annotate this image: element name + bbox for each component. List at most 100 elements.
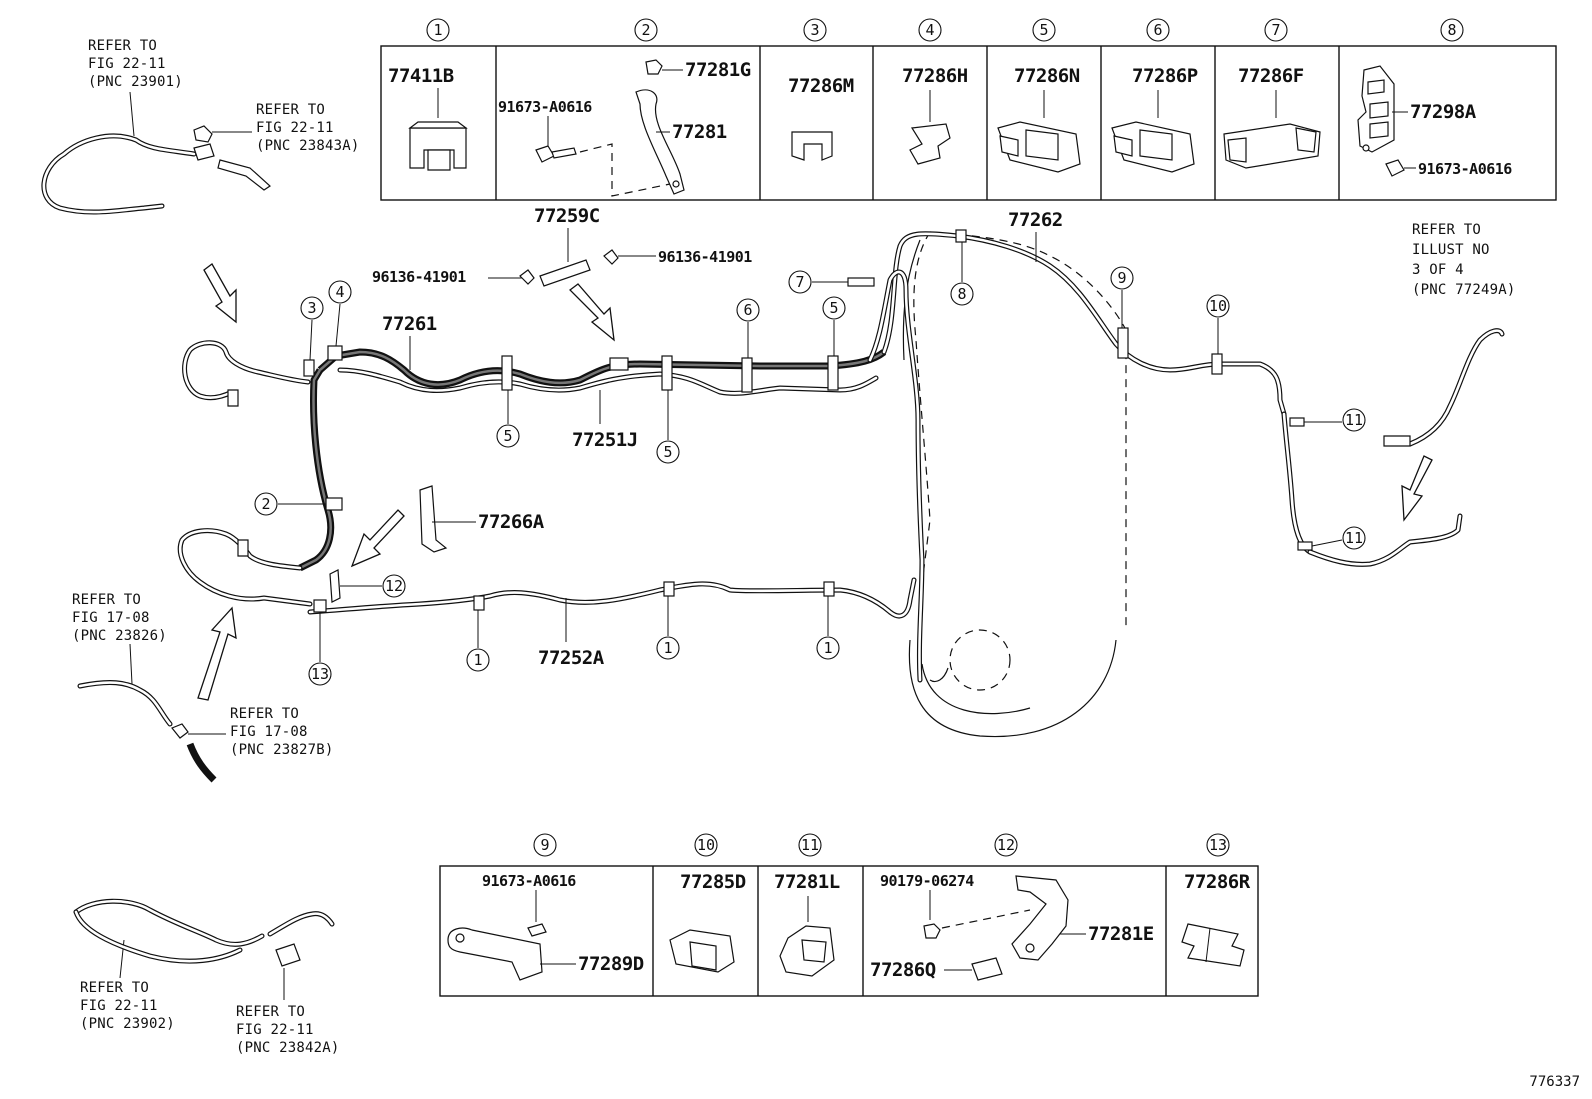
part-77252A-label: 77252A xyxy=(538,647,605,669)
callout-5-c: 5 xyxy=(829,299,838,317)
bracket-77281E-drawing xyxy=(1011,875,1069,961)
callout-1-a: 1 xyxy=(473,651,482,669)
tube-clips xyxy=(303,229,1313,613)
bracket-77281-drawing xyxy=(635,89,685,195)
ref-23827B-line1: REFER TO xyxy=(230,706,299,722)
bracket-77289D-drawing xyxy=(447,927,543,981)
tank-internal-tube xyxy=(867,269,925,683)
ref-23843A-line3: (PNC 23843A) xyxy=(256,138,360,154)
callout-8: 8 xyxy=(957,285,966,303)
clip-77286M-drawing xyxy=(791,131,833,161)
ref-23901-line1: REFER TO xyxy=(88,38,157,54)
part-77281E-label: 77281E xyxy=(1088,923,1154,945)
nut-90179-drawing xyxy=(923,923,941,939)
part-77251J-label: 77251J xyxy=(572,429,638,451)
callout-12: 12 xyxy=(385,577,403,595)
part-77281-label: 77281 xyxy=(672,121,727,143)
part-77281G-label: 77281G xyxy=(685,59,751,81)
part-77262-label: 77262 xyxy=(1008,209,1063,231)
hose-23902-drawing xyxy=(73,898,335,967)
left-vertical-tube xyxy=(298,368,335,572)
part-77286N-label: 77286N xyxy=(1014,65,1080,87)
nut-77281G-drawing xyxy=(645,59,663,75)
part-77411B-label: 77411B xyxy=(388,65,454,87)
arrow-down-right-1 xyxy=(203,263,237,324)
part-77286P-label: 77286P xyxy=(1132,65,1198,87)
part-77286F-label: 77286F xyxy=(1238,65,1304,87)
ref-23827B-line2: FIG 17-08 xyxy=(230,724,308,740)
bracket-77298A-drawing xyxy=(1357,65,1395,153)
cell-number-4: 4 xyxy=(925,21,934,39)
arrow-up xyxy=(197,606,237,701)
arrow-down-right-2 xyxy=(569,283,615,342)
clamp-77411B-drawing xyxy=(408,121,468,171)
ref-23826-line3: (PNC 23826) xyxy=(72,628,167,644)
clamp-77286N-drawing xyxy=(997,121,1081,173)
cell-number-11: 11 xyxy=(801,836,819,854)
part-77298A-label: 77298A xyxy=(1410,101,1477,123)
ref-23902-line3: (PNC 23902) xyxy=(80,1016,175,1032)
callout-3: 3 xyxy=(307,299,316,317)
top-cell-numbers: 1 2 3 4 5 6 7 8 xyxy=(426,18,1464,42)
arrow-down-left xyxy=(350,509,405,568)
cell-number-2: 2 xyxy=(641,21,650,39)
clip-77286H-drawing xyxy=(909,123,951,165)
cell-number-8: 8 xyxy=(1447,21,1456,39)
part-91673-A0616-label-c: 91673-A0616 xyxy=(482,872,576,890)
cell-number-3: 3 xyxy=(810,21,819,39)
bracket-12-drawing xyxy=(329,569,341,603)
part-77261-label: 77261 xyxy=(382,313,437,335)
part-77289D-label: 77289D xyxy=(578,953,644,975)
ref-23842A-line1: REFER TO xyxy=(236,1004,305,1020)
part-77286H-label: 77286H xyxy=(902,65,968,87)
callout-1-c: 1 xyxy=(823,639,832,657)
cell-number-10: 10 xyxy=(697,836,715,854)
callout-13: 13 xyxy=(311,665,329,683)
clip-77281L-drawing xyxy=(779,925,835,977)
bracket-77266A-drawing xyxy=(419,485,448,553)
callout-1-b: 1 xyxy=(663,639,672,657)
cell-number-7: 7 xyxy=(1271,21,1280,39)
tube-77261-routing xyxy=(317,348,887,396)
ref-23827B-line3: (PNC 23827B) xyxy=(230,742,334,758)
part-77266A-label: 77266A xyxy=(478,511,545,533)
callout-4: 4 xyxy=(335,283,344,301)
right-hoses xyxy=(1307,328,1505,567)
reference-notes: REFER TO FIG 22-11 (PNC 23901) REFER TO … xyxy=(41,38,1515,1056)
part-77281L-label: 77281L xyxy=(774,871,840,893)
part-91673-A0616-label-a: 91673-A0616 xyxy=(498,98,592,116)
ref-23826-line1: REFER TO xyxy=(72,592,141,608)
callout-6: 6 xyxy=(743,301,752,319)
callout-9: 9 xyxy=(1117,269,1126,287)
clamp-77286F-drawing xyxy=(1223,123,1321,169)
part-96136-41901-label-b: 96136-41901 xyxy=(658,248,752,266)
callout-2: 2 xyxy=(261,495,270,513)
hose-23901-drawing xyxy=(41,125,271,215)
ref-23902-line1: REFER TO xyxy=(80,980,149,996)
ref-23901-line2: FIG 22-11 xyxy=(88,56,166,72)
clamp-77285D-drawing xyxy=(669,929,735,973)
bolt-91673-drawing-b xyxy=(1385,159,1405,177)
main-part-labels: 77259C 96136-41901 96136-41901 77262 772… xyxy=(372,205,1063,669)
ref-23843A-line2: FIG 22-11 xyxy=(256,120,334,136)
bolt-91673-drawing-c xyxy=(527,923,547,937)
direction-arrows xyxy=(197,263,1433,701)
bottom-cell-numbers: 9 10 11 12 13 xyxy=(533,833,1230,857)
callout-7: 7 xyxy=(795,273,804,291)
ref-23842A-line2: FIG 22-11 xyxy=(236,1022,314,1038)
part-91673-A0616-label-b: 91673-A0616 xyxy=(1418,160,1512,178)
tube-77252A-routing xyxy=(307,577,917,619)
callout-11-b: 11 xyxy=(1345,529,1363,547)
left-hoses xyxy=(177,340,313,607)
hose-77259C-drawing xyxy=(519,249,619,287)
cell-number-9: 9 xyxy=(540,836,549,854)
cell-number-13: 13 xyxy=(1209,836,1227,854)
top-parts-panel: 1 2 3 4 5 6 7 8 77411B 77281G 91673-A061… xyxy=(380,18,1557,201)
clip-77286Q-drawing xyxy=(971,957,1003,981)
ref-23902-line2: FIG 22-11 xyxy=(80,998,158,1014)
bolt-91673-drawing xyxy=(535,145,577,163)
ref-77249A-line3: 3 OF 4 xyxy=(1412,262,1464,278)
cell-number-5: 5 xyxy=(1039,21,1048,39)
part-77286M-label: 77286M xyxy=(788,75,854,97)
callout-10: 10 xyxy=(1209,297,1227,315)
